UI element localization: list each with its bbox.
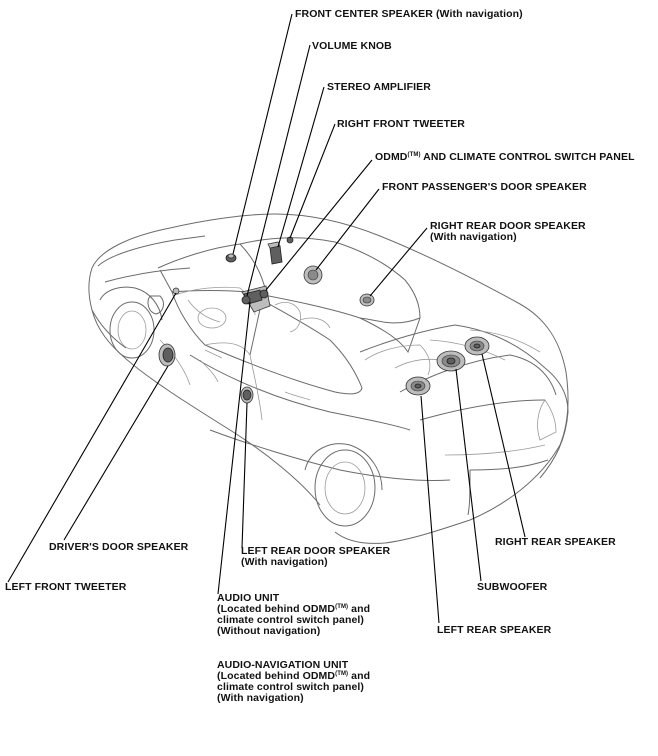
odmd-tm: (TM): [407, 152, 421, 158]
label-front-center-speaker: FRONT CENTER SPEAKER (With navigation): [295, 8, 523, 20]
label-drivers-door-speaker: DRIVER'S DOOR SPEAKER: [49, 541, 189, 553]
audio-nav-line1-suffix: and: [348, 670, 371, 682]
audio-unit-tm: (TM): [335, 604, 349, 610]
leader-right-front-tweeter: [289, 123, 336, 239]
right-rear-door-speaker-title: RIGHT REAR DOOR SPEAKER: [430, 220, 586, 232]
audio-nav-tm: (TM): [335, 671, 349, 677]
drivers-door-speaker: [158, 343, 176, 367]
leader-left-rear-door-speaker: [241, 402, 248, 549]
leader-odmd-panel: [265, 159, 373, 291]
label-odmd-climate-control-panel: ODMD(TM) AND CLIMATE CONTROL SWITCH PANE…: [375, 152, 635, 163]
leader-left-rear-speaker: [420, 395, 440, 624]
audio-unit-line2: climate control switch panel): [217, 614, 365, 626]
left-rear-door-speaker: [240, 386, 254, 404]
leader-right-rear-speaker: [481, 353, 526, 538]
leader-right-rear-door-speaker: [369, 227, 428, 297]
label-front-passenger-door-speaker: FRONT PASSENGER'S DOOR SPEAKER: [382, 181, 587, 193]
leader-left-front-tweeter: [7, 292, 177, 583]
audio-unit-line1-prefix: (Located behind ODMD: [217, 603, 336, 615]
stereo-amplifier: [267, 241, 283, 265]
label-left-rear-speaker: LEFT REAR SPEAKER: [437, 624, 552, 636]
leader-front-passenger-door-speaker: [315, 188, 380, 271]
label-left-front-tweeter: LEFT FRONT TWEETER: [5, 581, 127, 593]
car-body-outline: [88, 213, 569, 544]
audio-nav-line2: climate control switch panel): [217, 681, 365, 693]
audio-nav-line3: (With navigation): [217, 692, 304, 704]
label-audio-navigation-unit: AUDIO-NAVIGATION UNIT (Located behind OD…: [217, 660, 370, 704]
label-left-rear-door-speaker: LEFT REAR DOOR SPEAKER (With navigation): [241, 546, 390, 568]
subwoofer: [436, 350, 466, 372]
leader-volume-knob: [246, 44, 311, 297]
audio-nav-line1: (Located behind ODMD(TM) and: [217, 671, 370, 682]
label-right-front-tweeter: RIGHT FRONT TWEETER: [337, 118, 465, 130]
label-right-rear-speaker: RIGHT REAR SPEAKER: [495, 536, 616, 548]
audio-nav-title: AUDIO-NAVIGATION UNIT: [217, 659, 349, 671]
right-rear-speaker: [464, 336, 490, 356]
left-rear-door-speaker-title: LEFT REAR DOOR SPEAKER: [241, 545, 391, 557]
leader-stereo-amplifier: [277, 86, 325, 248]
leader-subwoofer: [455, 368, 482, 582]
audio-unit-line3: (Without navigation): [217, 625, 321, 637]
label-stereo-amplifier: STEREO AMPLIFIER: [327, 81, 431, 93]
leader-audio-unit: [217, 301, 251, 595]
audio-unit-title: AUDIO UNIT: [217, 592, 280, 604]
left-rear-speaker: [405, 376, 431, 396]
label-audio-unit: AUDIO UNIT (Located behind ODMD(TM) and …: [217, 593, 370, 637]
odmd-suffix: AND CLIMATE CONTROL SWITCH PANEL: [420, 151, 635, 163]
right-rear-door-speaker: [359, 293, 375, 307]
odmd-prefix: ODMD: [375, 151, 408, 163]
audio-unit-line1-suffix: and: [348, 603, 371, 615]
leader-drivers-door-speaker: [63, 365, 169, 541]
front-center-speaker: [225, 253, 237, 263]
volume-knob: [241, 295, 251, 305]
leader-front-center-speaker: [232, 13, 293, 255]
label-subwoofer: SUBWOOFER: [477, 581, 548, 593]
front-passenger-door-speaker: [303, 265, 323, 285]
leader-lines: [7, 13, 526, 624]
audio-unit-line1: (Located behind ODMD(TM) and: [217, 604, 370, 615]
right-rear-door-speaker-note: (With navigation): [430, 231, 517, 243]
label-volume-knob: VOLUME KNOB: [312, 40, 392, 52]
left-rear-door-speaker-note: (With navigation): [241, 556, 328, 568]
label-right-rear-door-speaker: RIGHT REAR DOOR SPEAKER (With navigation…: [430, 221, 586, 243]
audio-nav-line1-prefix: (Located behind ODMD: [217, 670, 336, 682]
